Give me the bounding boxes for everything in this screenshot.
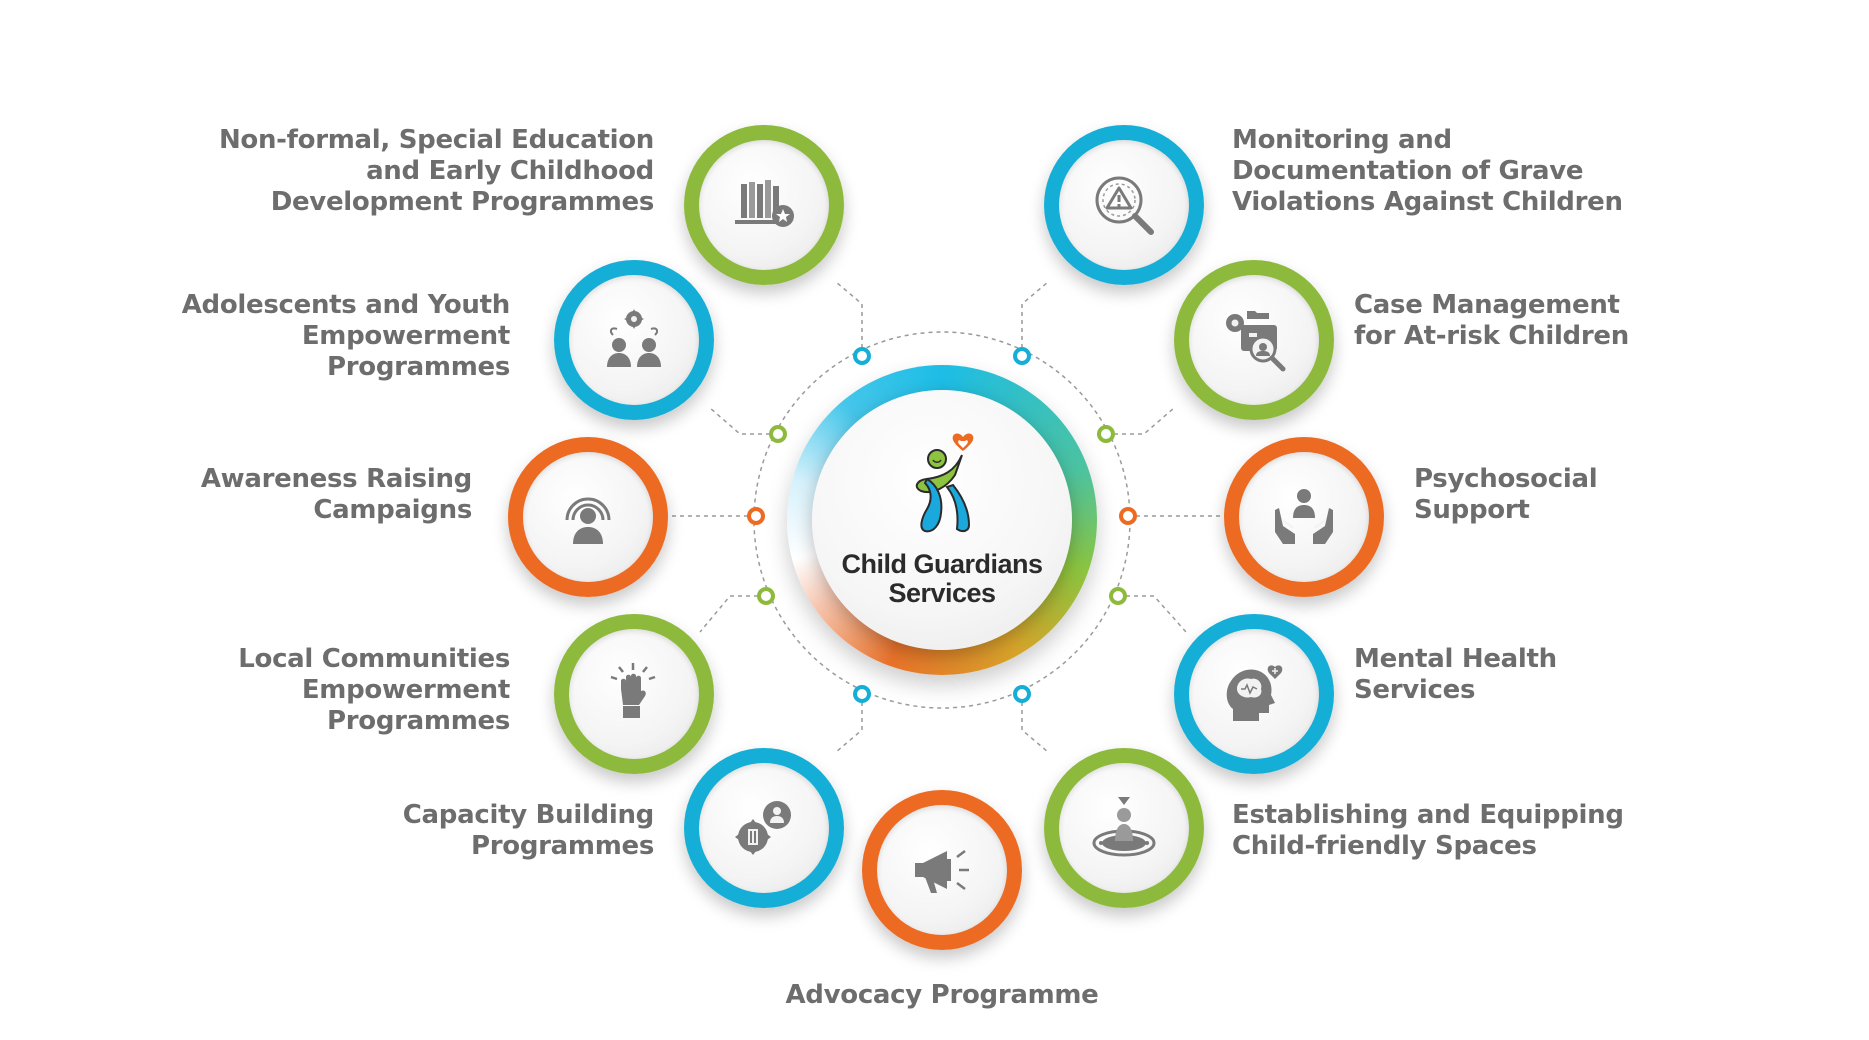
connector-line-8 xyxy=(1118,595,1187,633)
node-child-friendly-spaces xyxy=(1044,748,1204,908)
connector-dot-2 xyxy=(747,507,765,525)
child-guardians-logo-icon xyxy=(915,433,974,533)
hands-care-icon xyxy=(1275,489,1333,544)
youth-gear-icon xyxy=(607,309,661,367)
books-icon xyxy=(735,180,794,227)
connector-dot-4 xyxy=(853,685,871,703)
connector-dot-7 xyxy=(1119,507,1137,525)
connector-dot-6 xyxy=(1097,425,1115,443)
hub-circle: Child Guardians Services xyxy=(787,365,1097,675)
label-mental-health: Mental Health Services xyxy=(1354,644,1557,705)
connector-line-0 xyxy=(835,281,863,356)
head-brain-icon xyxy=(1226,665,1283,721)
node-psychosocial xyxy=(1224,437,1384,597)
connector-dot-1 xyxy=(769,425,787,443)
connector-dot-3 xyxy=(757,587,775,605)
label-non-formal-education: Non-formal, Special Education and Early … xyxy=(218,125,654,217)
raised-fist-icon xyxy=(610,663,656,718)
node-case-management xyxy=(1174,260,1334,420)
connector-dot-8 xyxy=(1109,587,1127,605)
case-search-icon xyxy=(1226,311,1286,372)
magnifier-warning-icon xyxy=(1095,176,1154,235)
hub-title: Child Guardians Services xyxy=(812,550,1072,608)
connector-dot-9 xyxy=(1013,685,1031,703)
child-space-icon xyxy=(1092,797,1156,857)
hub-title-line-1: Child Guardians xyxy=(841,549,1043,579)
label-case-management: Case Management for At-risk Children xyxy=(1354,290,1629,351)
node-awareness-raising xyxy=(508,437,668,597)
node-monitoring-violations xyxy=(1044,125,1204,285)
connector-dot-0 xyxy=(853,347,871,365)
connector-line-1 xyxy=(709,407,778,435)
label-local-communities: Local Communities Empowerment Programmes xyxy=(238,644,510,736)
node-adolescents-youth xyxy=(554,260,714,420)
connector-line-4 xyxy=(835,694,863,753)
hub-title-line-2: Services xyxy=(888,578,996,608)
label-advocacy: Advocacy Programme xyxy=(785,980,1099,1010)
connector-line-6 xyxy=(1106,407,1175,435)
connector-line-5 xyxy=(1021,281,1049,356)
label-adolescents-youth: Adolescents and Youth Empowerment Progra… xyxy=(181,290,511,382)
label-awareness-raising: Awareness Raising Campaigns xyxy=(200,464,472,525)
hub-inner: Child Guardians Services xyxy=(812,390,1072,650)
label-monitoring-violations: Monitoring and Documentation of Grave Vi… xyxy=(1232,125,1623,217)
label-psychosocial: Psychosocial Support xyxy=(1414,464,1598,525)
megaphone-icon xyxy=(915,850,969,893)
connector-line-3 xyxy=(699,595,766,633)
node-non-formal-education xyxy=(684,125,844,285)
connector-dot-5 xyxy=(1013,347,1031,365)
label-child-friendly-spaces: Establishing and Equipping Child-friendl… xyxy=(1232,800,1624,861)
broadcast-person-icon xyxy=(565,497,611,544)
gears-icon xyxy=(735,801,791,855)
node-local-communities xyxy=(554,614,714,774)
node-advocacy xyxy=(862,790,1022,950)
node-capacity-building xyxy=(684,748,844,908)
node-mental-health xyxy=(1174,614,1334,774)
connector-line-9 xyxy=(1021,694,1049,753)
label-capacity-building: Capacity Building Programmes xyxy=(402,800,655,861)
